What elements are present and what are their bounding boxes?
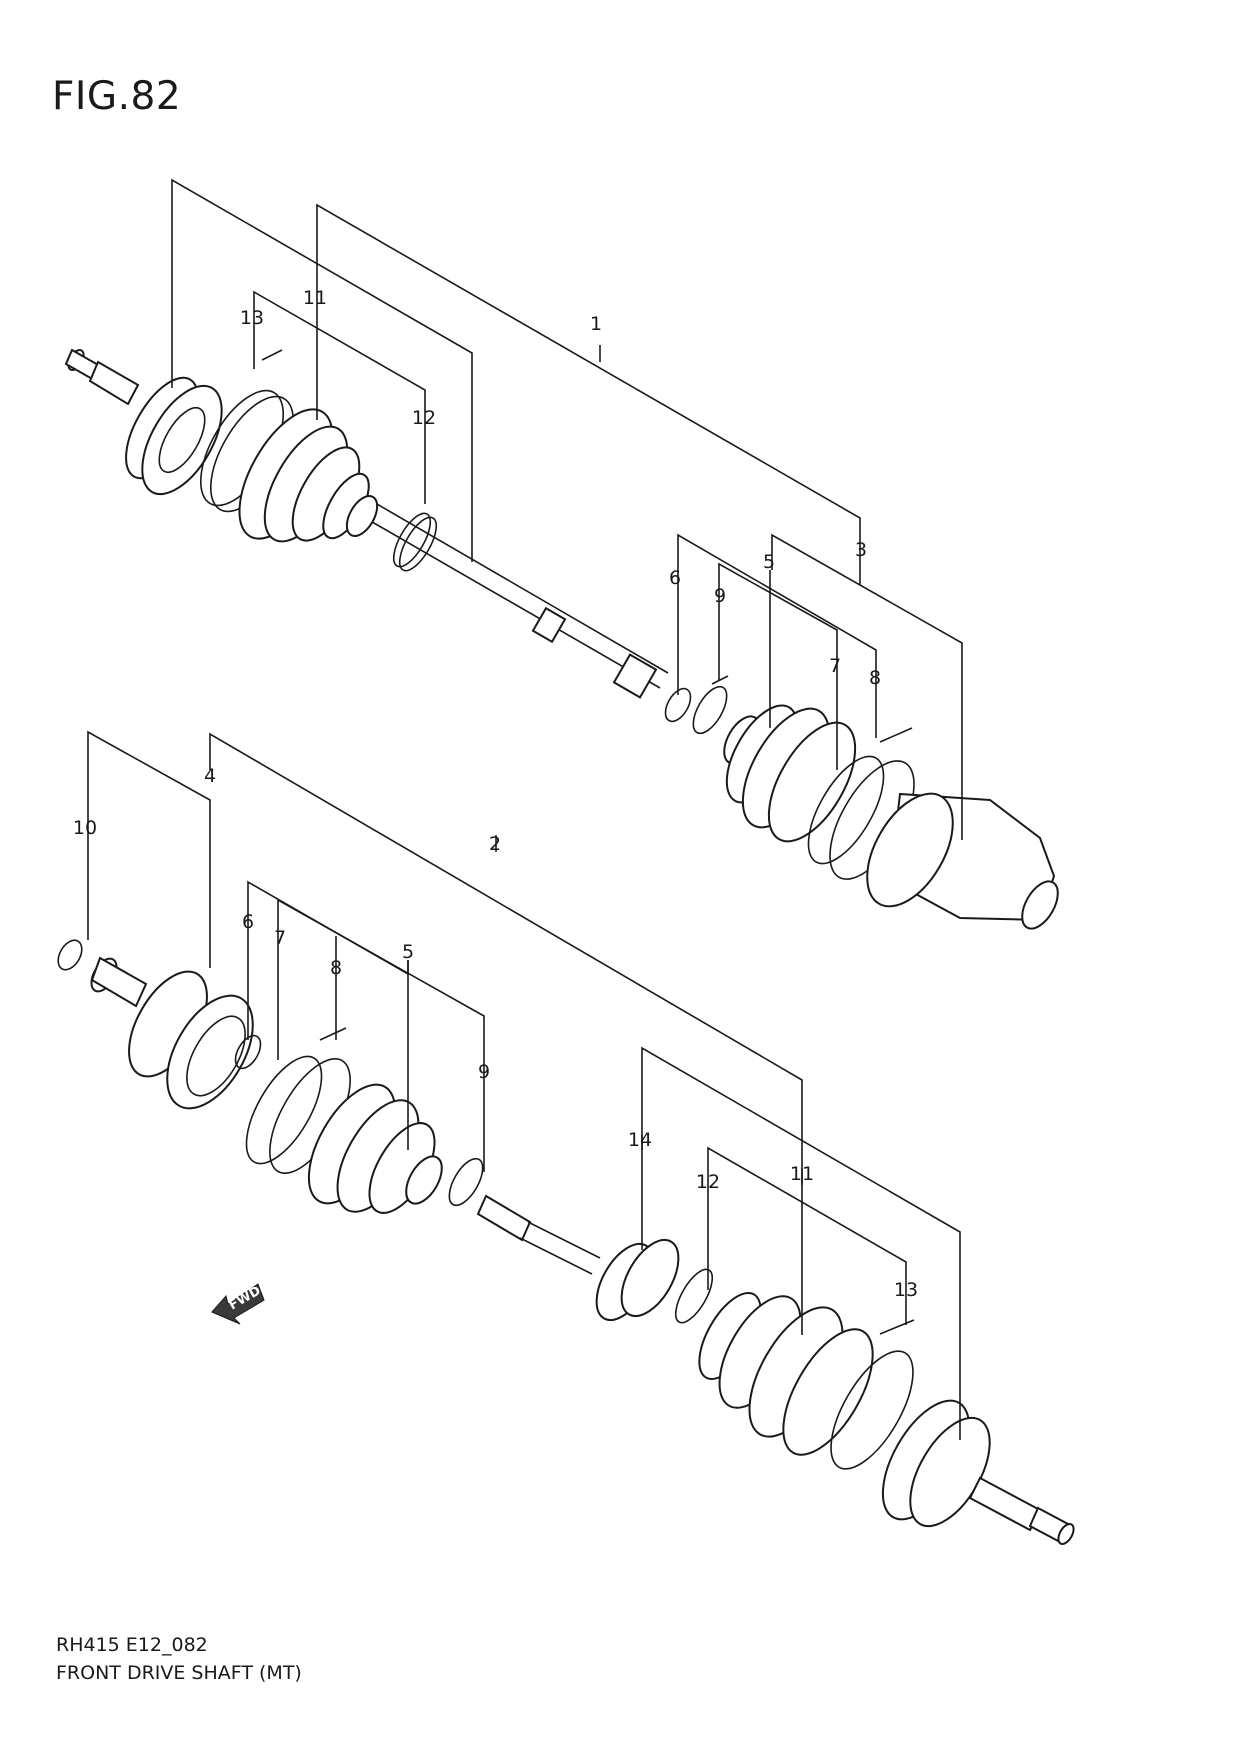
lower-outer-cv-joint xyxy=(881,1399,991,1528)
lower-leader-lines xyxy=(87,730,961,1440)
upper-inner-joint-housing-3 xyxy=(866,792,1059,930)
lower-clip-9 xyxy=(448,1157,484,1207)
lower-circlip-10 xyxy=(57,939,83,971)
upper-leader-lines xyxy=(171,178,963,840)
upper-boot-band-12 xyxy=(392,512,438,572)
upper-inner-boot-5 xyxy=(723,704,857,843)
callout-lower-2: 2 xyxy=(489,833,501,855)
forward-arrow-icon: FWD xyxy=(211,1283,265,1325)
callout-upper-12: 12 xyxy=(412,407,436,429)
upper-outer-boot-11 xyxy=(238,408,379,543)
callout-upper-6: 6 xyxy=(669,567,681,589)
callout-lower-10: 10 xyxy=(73,817,97,839)
callout-lower-14: 14 xyxy=(628,1129,652,1151)
diagram-description: FRONT DRIVE SHAFT (MT) xyxy=(56,1662,302,1684)
callout-upper-13: 13 xyxy=(240,307,264,329)
upper-outer-stub-shaft xyxy=(64,348,140,406)
lower-boot-band-12 xyxy=(674,1268,714,1324)
callout-upper-3: 3 xyxy=(855,539,867,561)
callout-upper-5: 5 xyxy=(763,551,775,573)
lower-circlip-6 xyxy=(234,1034,262,1070)
callout-lower-13: 13 xyxy=(894,1279,918,1301)
callout-lower-9: 9 xyxy=(478,1061,490,1083)
upper-callouts: 1 11 13 12 3 6 5 9 7 8 xyxy=(240,287,881,689)
upper-outer-cv-joint xyxy=(125,376,223,496)
lower-drive-shaft-assembly xyxy=(57,939,1075,1545)
callout-lower-8: 8 xyxy=(330,957,342,979)
callout-lower-7: 7 xyxy=(274,927,286,949)
callout-lower-12: 12 xyxy=(696,1171,720,1193)
callout-upper-7: 7 xyxy=(829,655,841,677)
lower-callouts: 10 4 2 6 7 8 5 9 14 12 11 13 xyxy=(73,765,918,1301)
lower-damper-14 xyxy=(595,1239,680,1321)
callout-lower-5: 5 xyxy=(402,941,414,963)
upper-circlip-6 xyxy=(664,687,692,723)
lower-inner-spline xyxy=(90,956,148,1008)
callout-lower-11: 11 xyxy=(790,1163,814,1185)
callout-upper-1: 1 xyxy=(590,313,602,335)
callout-upper-9: 9 xyxy=(714,585,726,607)
lower-boot-band-7 xyxy=(245,1055,323,1165)
upper-clip-9 xyxy=(692,675,729,735)
upper-drive-shaft-assembly xyxy=(64,348,1059,930)
lower-inner-joint-housing-4 xyxy=(128,970,254,1110)
lower-outer-stub-shaft xyxy=(968,1476,1075,1545)
callout-upper-8: 8 xyxy=(869,667,881,689)
lower-inner-boot-5 xyxy=(307,1083,443,1214)
upper-shaft-bar xyxy=(359,499,669,699)
callout-lower-6: 6 xyxy=(242,911,254,933)
lower-boot-band-13 xyxy=(830,1319,915,1470)
upper-boot-band-7 xyxy=(807,755,885,865)
lower-shaft-bar xyxy=(476,1194,601,1275)
diagram-code: RH415 E12_082 xyxy=(56,1634,208,1656)
figure-title: FIG.82 xyxy=(52,74,182,119)
callout-lower-4: 4 xyxy=(204,765,216,787)
callout-upper-11: 11 xyxy=(303,287,327,309)
lower-outer-boot-11 xyxy=(698,1292,874,1456)
